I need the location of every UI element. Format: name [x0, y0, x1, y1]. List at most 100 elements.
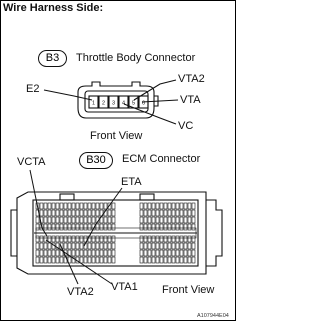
ecm-pin-cell [167, 209, 172, 217]
ecm-pin-cell [67, 235, 72, 243]
ecm-pin-cell [55, 209, 60, 217]
ecm-pin-cell [111, 202, 116, 210]
ecm-pin-cell [179, 209, 184, 217]
ecm-pin-cell [79, 216, 84, 224]
ecm-pin-cell [99, 235, 104, 243]
ecm-pin-cell [107, 209, 112, 217]
ecm-pin-cell [71, 235, 76, 243]
ecm-pin-cell [159, 249, 164, 257]
ecm-pin-cell [175, 223, 180, 231]
ecm-pin-cell [63, 235, 68, 243]
ecm-pin-cell [43, 202, 48, 210]
ecm-pin-cell [111, 223, 116, 231]
ecm-pin-cell [159, 202, 164, 210]
leader-vcta [29, 169, 48, 237]
ecm-pin-cell [55, 242, 60, 250]
ecm-pin-cell [179, 223, 184, 231]
ecm-pin-cell [67, 202, 72, 210]
throttle-connector-drawing [43, 79, 179, 125]
ecm-pin-cell [167, 216, 172, 224]
ecm-pin-cell [51, 235, 56, 243]
leader-vta1 [45, 239, 113, 285]
ecm-pin-cell [75, 235, 80, 243]
pin-number-2: 2 [102, 101, 105, 107]
ecm-pin-cell [159, 235, 164, 243]
ecm-key-tab-1 [59, 193, 75, 201]
ecm-pin-cell [87, 242, 92, 250]
ecm-pin-cell [163, 256, 168, 264]
pin-number-3: 3 [112, 101, 115, 107]
ecm-pin-cell [59, 242, 64, 250]
pin-cell-1 [88, 95, 99, 109]
ecm-pin-cell [167, 256, 172, 264]
ecm-pin-cell [147, 242, 152, 250]
ecm-pin-cell [155, 256, 160, 264]
ecm-pin-cell [35, 235, 40, 243]
ecm-pin-cell [167, 235, 172, 243]
ecm-pin-cell [91, 216, 96, 224]
ecm-pin-cell [107, 249, 112, 257]
ecm-pin-cell [75, 209, 80, 217]
ecm-pin-cell [143, 209, 148, 217]
ecm-pin-cell [43, 235, 48, 243]
ecm-pin-cell [159, 242, 164, 250]
ecm-pin-cell [191, 209, 196, 217]
ecm-pin-cell [163, 242, 168, 250]
ecm-pin-cell [47, 249, 52, 257]
ecm-pin-cell [159, 216, 164, 224]
ecm-pin-cell [71, 202, 76, 210]
ecm-pin-cell [87, 249, 92, 257]
ecm-pin-cell [35, 249, 40, 257]
ecm-pin-cell [99, 256, 104, 264]
ecm-pin-cell [143, 235, 148, 243]
ecm-pin-cell [39, 249, 44, 257]
pin-label-vta: VTA [180, 94, 201, 106]
ecm-pin-cell [147, 202, 152, 210]
ecm-pin-cell [191, 223, 196, 231]
ecm-pin-cell [183, 249, 188, 257]
ecm-pin-cell [47, 202, 52, 210]
ecm-pin-cell [75, 216, 80, 224]
ecm-pin-cell [147, 216, 152, 224]
ecm-pin-cell [143, 223, 148, 231]
ecm-pin-cell [111, 249, 116, 257]
ecm-pin-cell [39, 256, 44, 264]
ecm-pin-cell [43, 249, 48, 257]
ecm-pin-cell [55, 235, 60, 243]
pin-cell-2 [98, 95, 109, 109]
ecm-pin-cell [147, 209, 152, 217]
figure-id: A107944E04 [197, 313, 229, 319]
ecm-pin-cell [183, 223, 188, 231]
ecm-pin-cell [107, 235, 112, 243]
ecm-pin-cell [95, 256, 100, 264]
ecm-pin-cell [83, 256, 88, 264]
ecm-pin-cell [175, 256, 180, 264]
pin-number-5: 5 [132, 101, 135, 107]
pin-label-vta2: VTA2 [178, 73, 205, 85]
pin-cell-3 [108, 95, 119, 109]
ecm-pin-cell [187, 202, 192, 210]
ecm-pin-cell [79, 235, 84, 243]
ecm-pin-cell [91, 235, 96, 243]
ecm-pin-cell [171, 249, 176, 257]
ecm-pin-cell [47, 242, 52, 250]
ecm-pin-cell [71, 216, 76, 224]
pin-label-vta1: VTA1 [111, 281, 138, 293]
ecm-pin-cell [179, 256, 184, 264]
ecm-pin-cell [103, 202, 108, 210]
pin-numbers: 1 2 3 4 5 6 [92, 101, 145, 107]
ecm-pin-cell [43, 242, 48, 250]
header-title: Wire Harness Side: [3, 2, 104, 14]
ecm-pin-cell [79, 209, 84, 217]
ecm-pin-cell [83, 235, 88, 243]
ecm-pin-cell [187, 256, 192, 264]
ecm-pin-cell [95, 249, 100, 257]
ecm-pin-cell [99, 202, 104, 210]
ecm-pin-grid [35, 202, 197, 264]
ecm-pin-cell [151, 249, 156, 257]
ecm-pin-cell [171, 223, 176, 231]
ecm-connector-inner-block [32, 199, 199, 267]
ecm-pin-cell [63, 242, 68, 250]
ecm-pin-cell [67, 216, 72, 224]
ecm-pin-cell [103, 223, 108, 231]
